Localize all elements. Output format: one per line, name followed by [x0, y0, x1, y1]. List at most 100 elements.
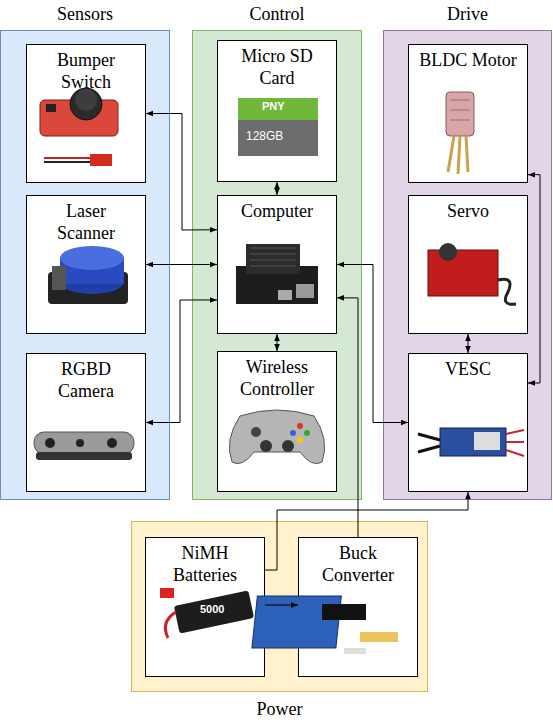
group-heading: Power: [132, 699, 427, 720]
camera-lens: [107, 438, 117, 448]
switch-connector: [90, 154, 112, 166]
component-box: BLDC Motor: [408, 44, 528, 183]
box-title: NiMH Batteries: [156, 542, 254, 586]
picture-text: 5000: [200, 604, 224, 615]
buck-board: [252, 596, 341, 648]
box-title: VESC: [419, 358, 517, 380]
connector: [265, 492, 468, 570]
heatsink: [246, 244, 300, 274]
laser-scanner-picture: [48, 246, 128, 304]
connector: [146, 300, 217, 423]
scanner-side: [52, 266, 66, 290]
buck-display: [322, 604, 366, 620]
bldc-motor-picture: [446, 92, 474, 174]
group-band: SensorsBumper SwitchLaser ScannerRGBD Ca…: [0, 30, 170, 500]
rgbd-camera-picture: [34, 432, 134, 460]
connector: [528, 175, 540, 383]
vesc-chip: [474, 432, 500, 450]
picture-text: 128GB: [246, 130, 283, 142]
stick: [260, 440, 272, 452]
computer-picture: [236, 244, 318, 304]
box-title: Bumper Switch: [37, 49, 135, 93]
switch-button: [70, 88, 102, 120]
box-title: Buck Converter: [309, 542, 407, 586]
box-title: RGBD Camera: [37, 358, 135, 402]
buck-pins: [344, 648, 366, 654]
box-title: Servo: [419, 200, 517, 222]
connector: [337, 298, 358, 537]
buck-converter-picture: [252, 596, 398, 654]
sd-card-picture: [238, 98, 318, 156]
board: [236, 266, 318, 304]
motor-ridges: [450, 100, 470, 120]
group-heading: Control: [193, 4, 361, 25]
component-box: Buck Converter: [298, 537, 418, 677]
group-band: PowerNiMH BatteriesBuck Converter: [131, 521, 428, 692]
switch-button-top: [75, 89, 97, 111]
battery-picture: [160, 588, 254, 638]
vesc-picture: [418, 428, 524, 456]
button: [297, 437, 303, 443]
box-title: Computer: [228, 200, 326, 222]
camera-lens: [76, 439, 84, 447]
connector: [146, 264, 217, 265]
servo-cable: [498, 279, 516, 304]
camera-body: [34, 432, 134, 454]
connector: [277, 182, 278, 195]
buck-terminals: [360, 632, 398, 642]
camera-lens: [45, 438, 55, 448]
vesc-cable: [418, 434, 440, 452]
connector: [265, 605, 298, 606]
connector: [277, 334, 278, 351]
battery-lead: [165, 612, 176, 638]
group-heading: Sensors: [1, 4, 169, 25]
gamepad-body: [229, 410, 324, 464]
scanner-base: [48, 272, 128, 304]
heatsink-fins: [250, 248, 296, 266]
connector: [146, 114, 217, 231]
group-heading: Drive: [384, 4, 551, 25]
connector: [468, 334, 469, 353]
bumper-switch-picture: [40, 88, 118, 166]
component-box: Wireless Controller: [217, 351, 337, 492]
box-title: Micro SD Card: [228, 45, 326, 89]
button: [304, 430, 310, 436]
switch-wire: [44, 157, 90, 159]
switch-wire: [44, 161, 90, 163]
switch-body: [40, 100, 118, 136]
scanner-body: [60, 270, 124, 294]
dpad: [251, 427, 261, 437]
switch-hole: [46, 104, 56, 112]
button: [297, 423, 303, 429]
scanner-body: [60, 258, 124, 284]
port: [296, 284, 314, 298]
vesc-board: [440, 428, 506, 456]
connector: [337, 265, 408, 423]
component-box: Servo: [408, 195, 528, 334]
box-title: Laser Scanner: [37, 200, 135, 244]
component-box: VESC: [408, 353, 528, 492]
port: [278, 290, 292, 300]
group-band: DriveBLDC MotorServoVESC: [383, 30, 552, 500]
box-title: Wireless Controller: [228, 356, 326, 400]
stick: [282, 440, 294, 452]
sd-card-body: [238, 98, 318, 156]
servo-horn: [439, 243, 457, 261]
sd-card-stripe: [238, 98, 318, 120]
component-box: Laser Scanner: [26, 195, 146, 334]
vesc-cable: [506, 430, 524, 456]
component-box: Computer: [217, 195, 337, 334]
component-box: Bumper Switch: [26, 44, 146, 183]
picture-text: PNY: [262, 101, 285, 112]
camera-base: [36, 452, 132, 460]
motor-wires: [448, 136, 468, 174]
button: [290, 430, 296, 436]
battery-pack: [174, 590, 254, 633]
servo-picture: [428, 243, 516, 304]
battery-connector: [160, 588, 174, 598]
gamepad-picture: [229, 410, 324, 464]
servo-body: [428, 250, 498, 296]
motor-can: [446, 92, 474, 136]
